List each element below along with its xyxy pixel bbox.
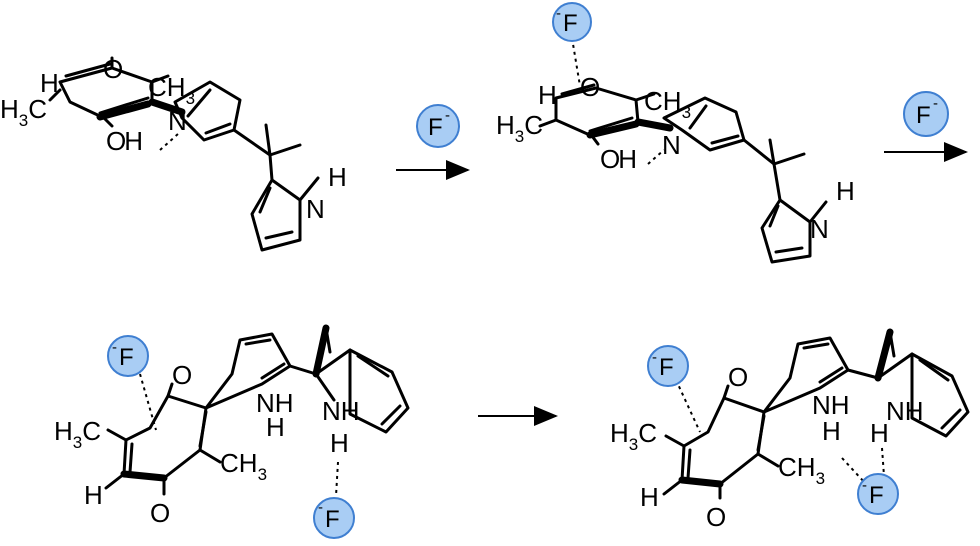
- svg-text:-: -: [652, 349, 657, 366]
- label-o-3b: O: [150, 498, 170, 528]
- label-h-3: H: [84, 480, 103, 510]
- svg-text:F: F: [428, 114, 443, 141]
- svg-text:F: F: [869, 482, 884, 509]
- label-h-pyrrole-2: H: [836, 176, 855, 206]
- label-nh-3b: NH: [322, 396, 360, 426]
- label-nh-4b: NH: [886, 396, 924, 426]
- label-ch3-3: CH3: [220, 448, 267, 484]
- svg-text:-: -: [445, 107, 450, 124]
- svg-text:-: -: [862, 477, 867, 494]
- label-h-pyrrole-1: H: [328, 162, 347, 192]
- fluoride-ion-2: F -: [552, 2, 592, 42]
- label-o-4b: O: [706, 502, 726, 532]
- fluoride-ion-3: F -: [903, 91, 949, 137]
- label-h-2: H: [538, 80, 557, 110]
- label-n-1: N: [168, 106, 187, 136]
- label-h3c-3: H3C: [54, 416, 101, 452]
- label-ch3-2: CH3: [644, 86, 691, 122]
- fluoride-ion-6: F -: [647, 345, 689, 387]
- label-h-3a: H: [266, 412, 285, 442]
- molecule-2: [538, 37, 828, 264]
- svg-text:-: -: [556, 5, 561, 22]
- label-h-3b: H: [330, 428, 349, 458]
- label-h3c-4: H3C: [610, 418, 657, 454]
- molecule-3: [104, 324, 410, 497]
- fluoride-ion-4: F -: [107, 335, 149, 377]
- svg-text:F: F: [916, 102, 931, 129]
- fluoride-ion-1: F -: [416, 104, 460, 148]
- fluoride-ion-7: F -: [857, 473, 899, 515]
- label-h-4b: H: [870, 418, 889, 448]
- label-o-4a: O: [728, 362, 748, 392]
- fluoride-ion-5: F -: [313, 497, 355, 539]
- label-h-4a: H: [822, 416, 841, 446]
- svg-text:F: F: [119, 344, 134, 371]
- label-o-1: O: [103, 54, 123, 84]
- label-oh-2: OH: [600, 144, 637, 174]
- label-ch3-1a: CH3: [148, 72, 195, 108]
- label-nh-4a: NH: [812, 390, 850, 420]
- svg-text:F: F: [563, 10, 578, 37]
- label-o-2: O: [580, 72, 600, 102]
- molecule-4: [662, 328, 970, 500]
- molecule-1: [48, 56, 320, 252]
- label-h-4: H: [640, 482, 659, 512]
- label-n-2: N: [662, 130, 681, 160]
- label-nh-1: N: [306, 194, 325, 224]
- svg-text:-: -: [318, 499, 323, 516]
- label-nh-3a: NH: [256, 388, 294, 418]
- label-h3c-2: H3C: [496, 110, 543, 146]
- label-o-3a: O: [172, 360, 192, 390]
- svg-text:F: F: [325, 506, 340, 533]
- label-nh-2: N: [810, 214, 829, 244]
- svg-text:F: F: [659, 354, 674, 381]
- label-oh-1: OH: [106, 126, 143, 156]
- label-h3c-1: H3C: [0, 94, 47, 130]
- svg-text:-: -: [112, 339, 117, 356]
- label-h-1: H: [40, 68, 59, 98]
- svg-text:-: -: [933, 95, 938, 112]
- label-ch3-4: CH3: [778, 452, 825, 488]
